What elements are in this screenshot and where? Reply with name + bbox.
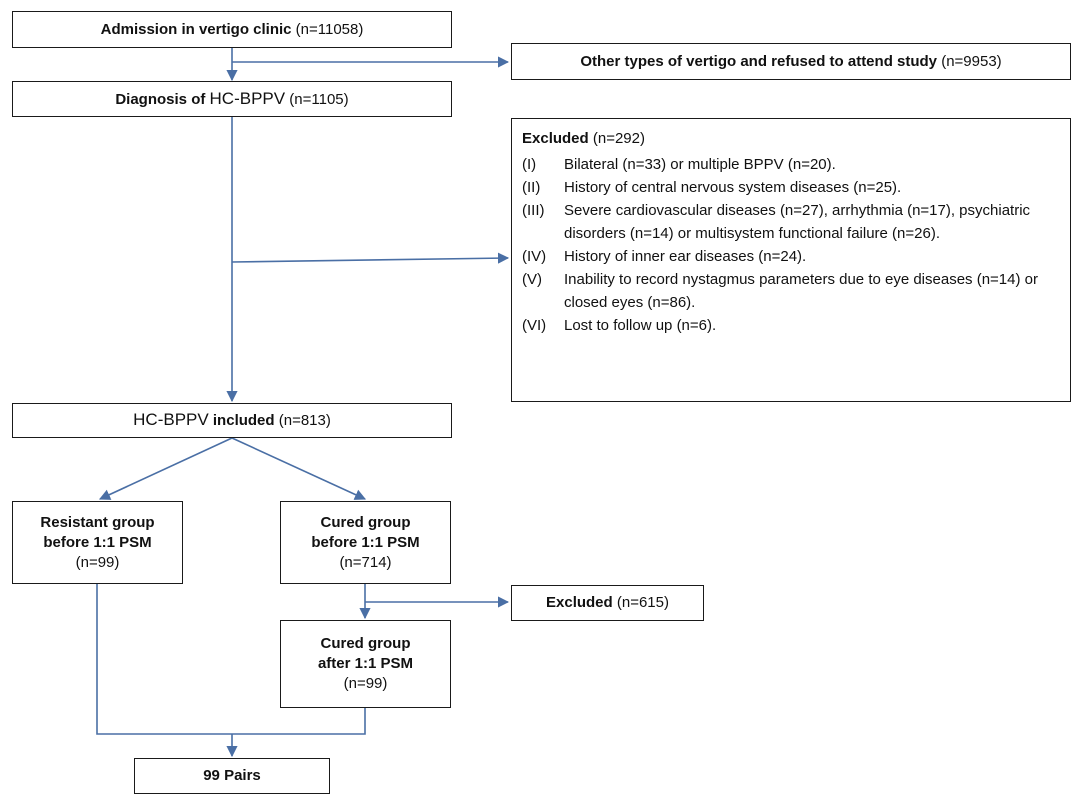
- exclusion-text: Inability to record nystagmus parameters…: [564, 271, 1038, 311]
- cured-before-count: (n=714): [339, 553, 392, 571]
- cured-before-line2: before 1:1 PSM: [311, 533, 420, 551]
- diagnosis-box: Diagnosis of HC-BPPV (n=1105): [12, 81, 452, 117]
- exclusion-text: Bilateral (n=33) or multiple BPPV (n=20)…: [564, 156, 836, 173]
- pairs-label: 99 Pairs: [203, 767, 261, 784]
- other-types-count: (n=9953): [941, 52, 1002, 70]
- included-label: included: [212, 412, 275, 429]
- exclusion-number: (I): [522, 156, 537, 173]
- exclusion-item: (IV) History of inner ear diseases (n=24…: [522, 245, 1060, 268]
- exclusion-text: Lost to follow up (n=6).: [564, 317, 717, 334]
- excluded-615-box: Excluded (n=615): [511, 585, 704, 621]
- diagnosis-label: Diagnosis of: [115, 90, 206, 108]
- resistant-line1: Resistant group: [40, 513, 155, 531]
- included-condition: HC-BPPV: [133, 410, 209, 429]
- diagnosis-count: (n=1105): [289, 90, 349, 108]
- line-resistant-merge: [96, 584, 232, 735]
- included-box: HC-BPPV included (n=813): [12, 403, 452, 438]
- cured-before-line1: Cured group: [320, 513, 411, 531]
- exclusion-text: History of inner ear diseases (n=24).: [564, 248, 807, 265]
- exclusion-number: (II): [522, 179, 541, 196]
- included-count: (n=813): [278, 412, 331, 429]
- resistant-line2: before 1:1 PSM: [43, 533, 152, 551]
- exclusion-item: (V) Inability to record nystagmus parame…: [522, 268, 1060, 314]
- other-types-box: Other types of vertigo and refused to at…: [511, 43, 1071, 80]
- other-types-label: Other types of vertigo and refused to at…: [580, 52, 938, 70]
- cured-after-count: (n=99): [343, 675, 388, 692]
- pairs-box: 99 Pairs: [134, 758, 330, 794]
- cured-after-line1: Cured group: [320, 635, 411, 652]
- line-cured-after-merge: [232, 708, 366, 735]
- resistant-box: Resistant group before 1:1 PSM (n=99): [12, 501, 183, 584]
- diagnosis-condition: HC-BPPV: [209, 88, 286, 108]
- exclusion-item: (III) Severe cardiovascular diseases (n=…: [522, 199, 1060, 245]
- cured-before-box: Cured group before 1:1 PSM (n=714): [280, 501, 451, 584]
- excluded-count: (n=292): [592, 130, 645, 147]
- excluded-title: Excluded: [522, 130, 589, 147]
- excluded-615-count: (n=615): [616, 594, 669, 611]
- excluded-615-title: Excluded: [546, 594, 613, 611]
- admission-label: Admission in vertigo clinic: [100, 20, 292, 38]
- arrow-to-excluded: [231, 252, 510, 264]
- exclusion-number: (IV): [522, 248, 547, 265]
- excluded-box: Excluded (n=292) (I) Bilateral (n=33) or…: [511, 118, 1071, 402]
- arrow-to-resistant: [98, 437, 233, 500]
- exclusion-item: (I) Bilateral (n=33) or multiple BPPV (n…: [522, 153, 1060, 176]
- exclusion-item: (VI) Lost to follow up (n=6).: [522, 314, 1060, 337]
- resistant-count: (n=99): [75, 553, 120, 571]
- exclusion-number: (VI): [522, 317, 547, 334]
- admission-box: Admission in vertigo clinic (n=11058): [12, 11, 452, 48]
- admission-count: (n=11058): [295, 20, 364, 38]
- exclusion-number: (III): [522, 202, 545, 219]
- exclusion-text: Severe cardiovascular diseases (n=27), a…: [564, 202, 1031, 242]
- cured-after-line2: after 1:1 PSM: [317, 655, 414, 672]
- arrow-to-cured-before: [231, 437, 367, 500]
- cured-after-box: Cured group after 1:1 PSM (n=99): [280, 620, 451, 708]
- exclusion-number: (V): [522, 271, 542, 288]
- exclusion-text: History of central nervous system diseas…: [564, 179, 902, 196]
- exclusion-item: (II) History of central nervous system d…: [522, 176, 1060, 199]
